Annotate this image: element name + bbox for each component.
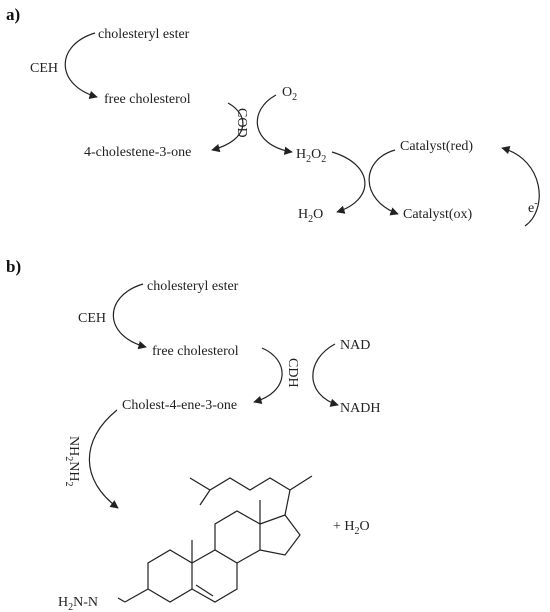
cholesteryl-ester-text-a: cholesteryl ester bbox=[98, 27, 190, 42]
ceh-label-b: CEH bbox=[78, 311, 106, 326]
panel-a-label: a) bbox=[6, 5, 20, 24]
cdh-arrow-nad bbox=[312, 343, 339, 407]
steroid-hydrazone-structure bbox=[117, 475, 313, 603]
hydrazine-arrow bbox=[88, 409, 119, 509]
nad-text: NAD bbox=[340, 338, 370, 353]
h2o-text-a: H2O bbox=[298, 207, 323, 225]
cod-arrow-substrate bbox=[211, 102, 244, 153]
hydrazone-group-text: H2N-N bbox=[58, 595, 98, 612]
cdh-arrow-substrate bbox=[253, 347, 283, 405]
nadh-text: NADH bbox=[340, 401, 380, 416]
free-cholesterol-text-a: free cholesterol bbox=[104, 92, 191, 107]
plus-water-text: + H2O bbox=[333, 519, 370, 537]
cod-arrow-oxygen bbox=[256, 94, 293, 155]
o2-text: O2 bbox=[282, 85, 297, 103]
cholestenone-text-a: 4-cholestene-3-one bbox=[84, 145, 191, 160]
panel-b-label: b) bbox=[6, 257, 21, 276]
cholesteryl-ester-text-b: cholesteryl ester bbox=[147, 279, 239, 294]
catalyst-ox-text: Catalyst(ox) bbox=[403, 207, 473, 222]
cholestenone-text-b: Cholest-4-ene-3-one bbox=[122, 398, 237, 413]
ceh-arrow-a bbox=[64, 32, 98, 99]
hydrazine-label: NH2NH2 bbox=[63, 436, 81, 486]
electron-text: e- bbox=[528, 198, 538, 216]
peroxide-arrow bbox=[331, 151, 366, 214]
electron-regeneration-arrow bbox=[501, 145, 540, 227]
catalyst-oxidation-arrow bbox=[368, 149, 399, 216]
cdh-enzyme-label: CDH bbox=[285, 358, 300, 388]
h2o2-text: H2O2 bbox=[296, 147, 326, 165]
free-cholesterol-text-b: free cholesterol bbox=[152, 344, 239, 359]
ceh-arrow-b bbox=[112, 283, 147, 350]
ceh-label-a: CEH bbox=[30, 61, 58, 76]
catalyst-red-text: Catalyst(red) bbox=[400, 139, 473, 154]
cod-enzyme-label: COD bbox=[234, 108, 249, 138]
